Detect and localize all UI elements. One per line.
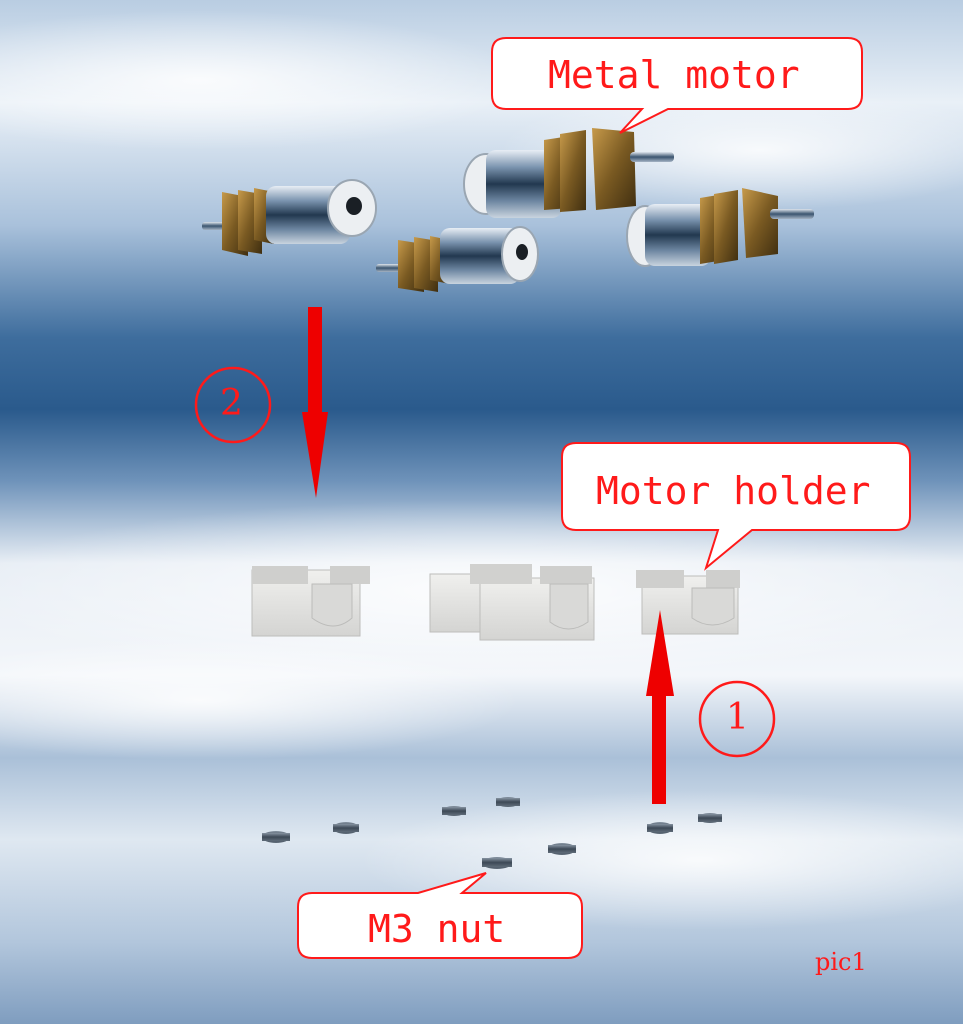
metal-motor-callout — [491, 37, 863, 134]
m3-nut — [442, 806, 466, 816]
m3-nut-label: M3 nut — [368, 907, 506, 951]
m3-nuts — [262, 797, 722, 869]
metal-motor-left — [202, 179, 377, 256]
metal-motor-label: Metal motor — [548, 53, 800, 97]
step-2-circle — [194, 366, 272, 444]
arrow-step-2 — [302, 307, 328, 498]
motor-holder-center — [429, 564, 595, 641]
motor-holder-right — [636, 570, 740, 635]
m3-nut — [333, 822, 359, 834]
metal-motor-right — [626, 188, 814, 267]
figure-label: pic1 — [815, 948, 867, 976]
metal-motor-front-center — [376, 226, 539, 292]
step-1-circle — [698, 680, 776, 758]
m3-nut — [647, 822, 673, 834]
m3-nut — [482, 857, 512, 869]
step-2-number: 2 — [220, 383, 243, 424]
motor-holder-label: Motor holder — [596, 469, 871, 513]
arrow-step-1 — [646, 610, 674, 804]
m3-nut — [496, 797, 520, 807]
m3-nut-callout — [297, 872, 583, 959]
motor-holder-left — [251, 566, 370, 637]
m3-nut — [262, 831, 290, 843]
step-1-number: 1 — [726, 697, 749, 738]
m3-nut — [548, 843, 576, 855]
m3-nut — [698, 813, 722, 823]
motor-holder-callout — [561, 442, 911, 571]
metal-motor-top — [463, 128, 674, 218]
